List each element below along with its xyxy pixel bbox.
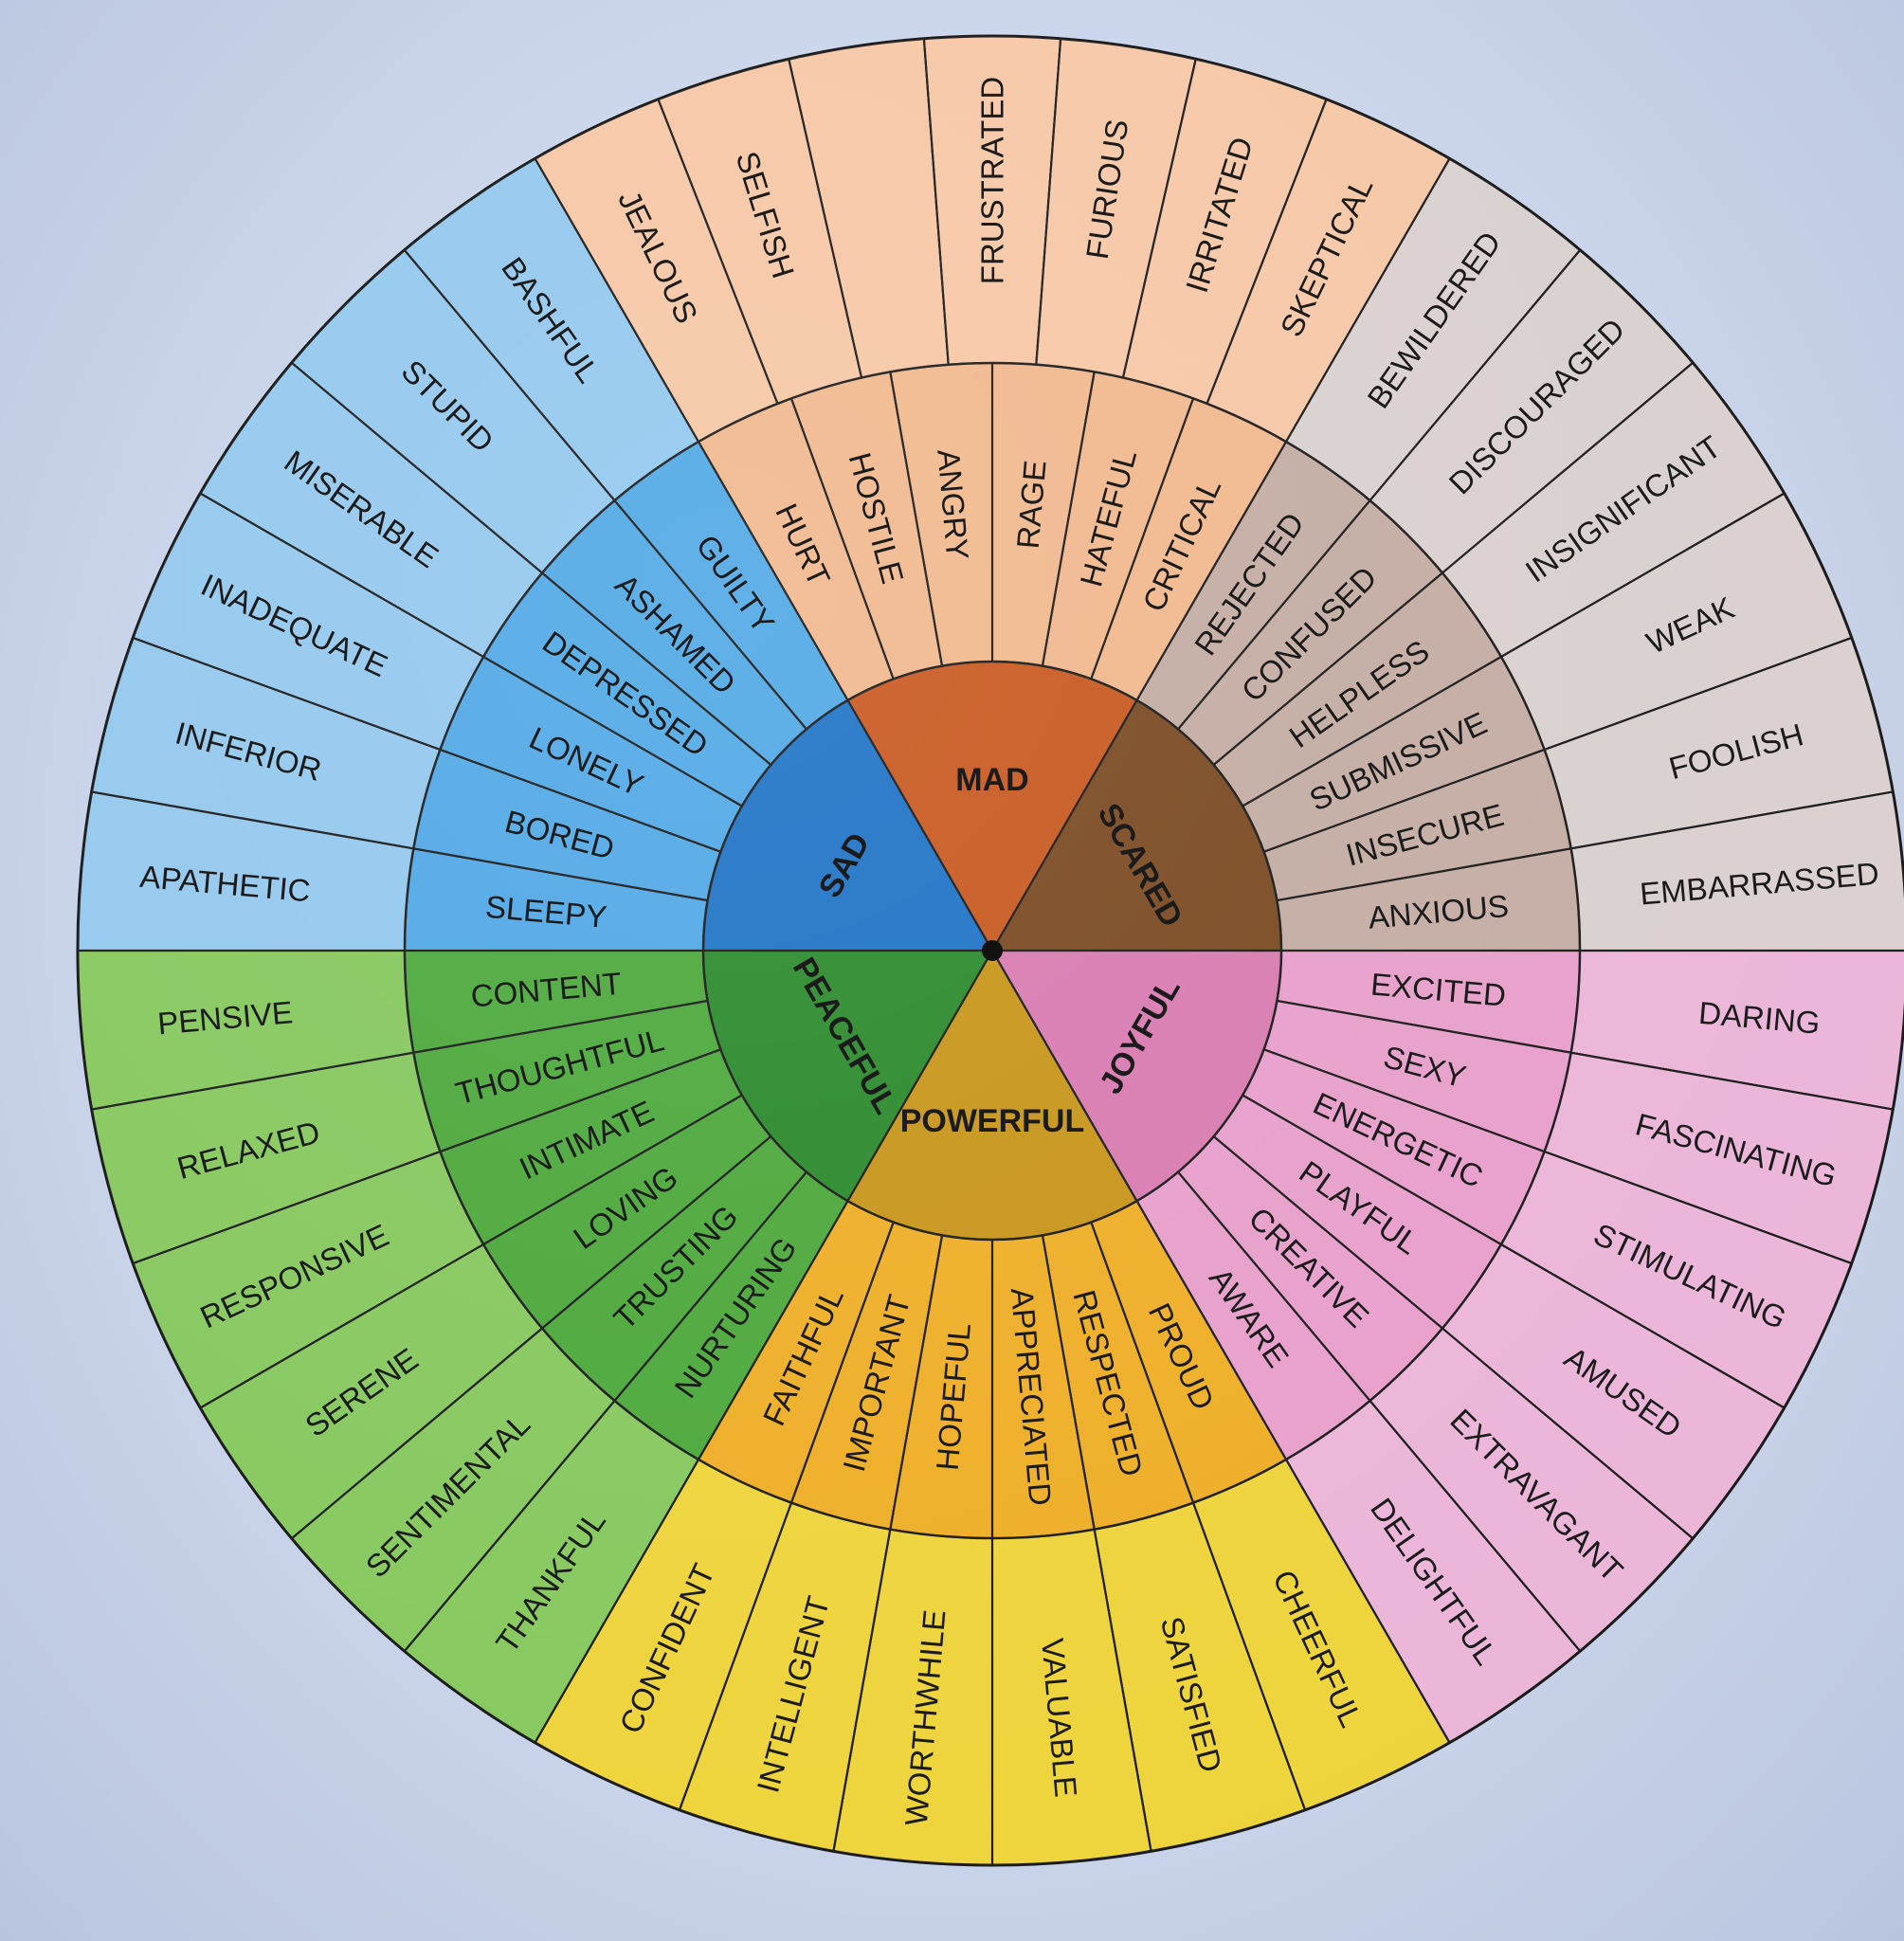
center-dot bbox=[982, 940, 1003, 961]
core-label-powerful: POWERFUL bbox=[900, 1103, 1085, 1139]
outer-label-mad-3: FRUSTRATED bbox=[975, 77, 1010, 284]
middle-label-mad-3: RAGE bbox=[1010, 459, 1053, 550]
core-label-mad: MAD bbox=[955, 762, 1028, 798]
